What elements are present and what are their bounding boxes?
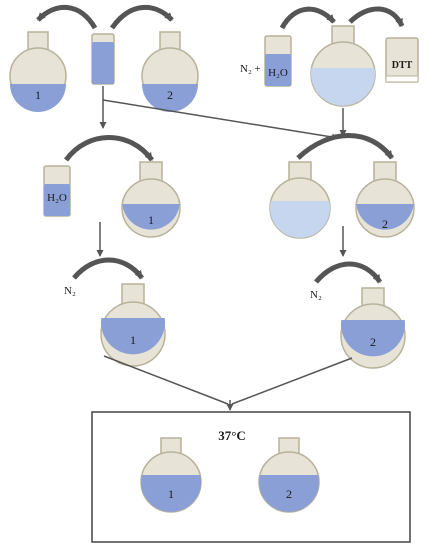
nitrogen-label: N₂ (310, 289, 322, 301)
water-label: H₂O (47, 192, 67, 204)
converging-arrows (103, 355, 353, 411)
round-bottom-flask: 1 (121, 161, 181, 238)
top-left-group: 1 2 (9, 4, 199, 112)
beaker (91, 33, 115, 85)
flask-label: 2 (286, 487, 292, 501)
round-bottom-flask: 2 (258, 437, 320, 513)
nitrogen-left-group: N₂ 1 (64, 257, 166, 367)
transfer-arrow (314, 261, 383, 284)
transfer-arrow (72, 257, 144, 280)
round-bottom-flask: 2 (340, 287, 406, 369)
flask-label: 1 (168, 487, 174, 501)
round-bottom-flask: 1 (140, 437, 202, 513)
incubation-box: 37°C 1 2 (91, 411, 411, 543)
water-beaker: H₂O (264, 35, 292, 87)
flask-label: 1 (35, 88, 41, 102)
flask-label: 2 (370, 335, 376, 349)
flask-label: 1 (148, 213, 154, 227)
connector-arrows (99, 86, 347, 141)
transfer-arrow (279, 6, 336, 30)
dtt-label: DTT (392, 60, 413, 71)
middle-left-group: H₂O 1 (43, 135, 181, 238)
round-bottom-flask (269, 161, 331, 239)
middle-right-group: 2 (269, 133, 415, 239)
transfer-arrow (296, 133, 395, 160)
transfer-arrow (36, 4, 98, 30)
flask-label: 2 (167, 88, 173, 102)
transfer-arrow (348, 6, 405, 28)
water-beaker: H₂O (43, 165, 71, 217)
round-bottom-flask: 2 (355, 161, 415, 238)
round-bottom-flask: 1 (100, 283, 166, 367)
flask-label: 1 (130, 333, 136, 347)
round-bottom-flask: 1 (9, 31, 67, 112)
nitrogen-plus-label: N₂ + (240, 63, 261, 75)
transfer-arrow (109, 5, 174, 30)
dtt-vial: DTT (385, 37, 419, 83)
water-label: H₂O (268, 67, 288, 79)
flask-label: 2 (382, 217, 388, 231)
nitrogen-label: N₂ (64, 285, 76, 297)
temperature-label: 37°C (218, 428, 246, 443)
transfer-arrow (63, 135, 155, 162)
round-bottom-flask: 2 (141, 31, 199, 112)
nitrogen-right-group: N₂ 2 (310, 261, 406, 369)
top-right-group: N₂ + H₂O DTT (240, 6, 419, 107)
round-bottom-flask (310, 25, 376, 107)
